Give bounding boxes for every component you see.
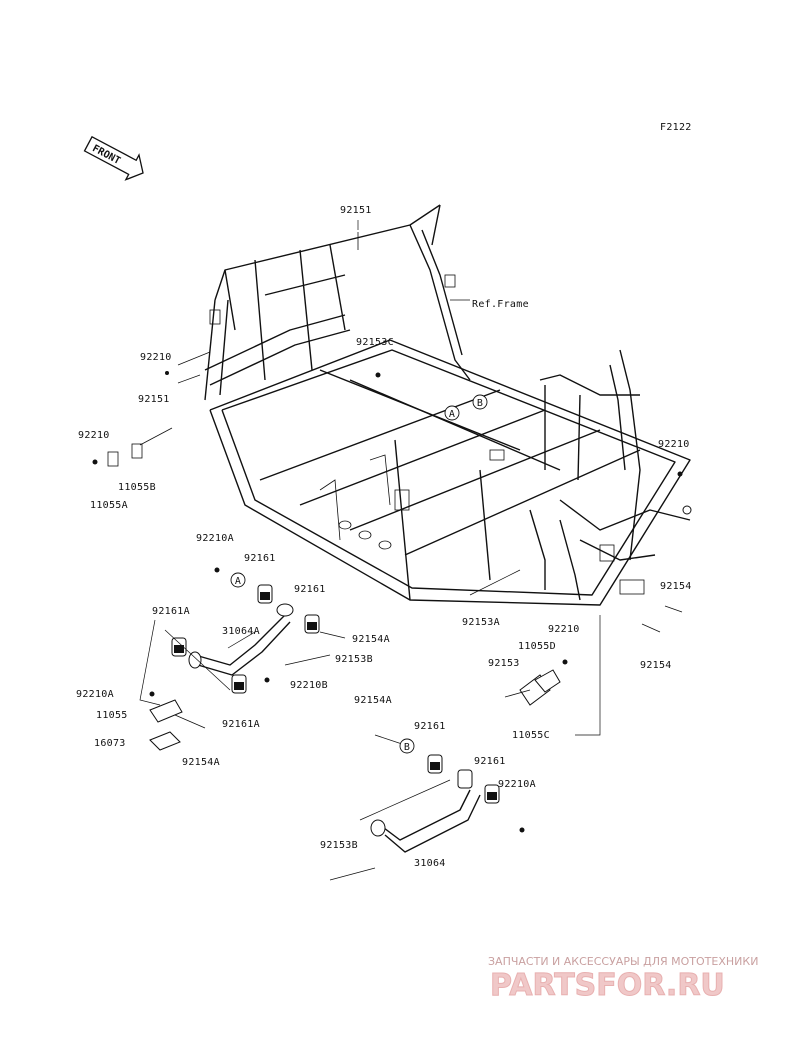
label-92210-left-upper: 92210 [140, 352, 172, 363]
mount-31064-assembly [329, 734, 525, 881]
label-92154a-1: 92154A [352, 634, 390, 645]
label-11055a: 11055A [90, 500, 128, 511]
label-92210a-2: 92210A [76, 689, 114, 700]
label-92154a-3: 92154A [354, 695, 392, 706]
label-31064: 31064 [414, 858, 446, 869]
label-92210a-1: 92210A [196, 533, 234, 544]
label-92161-4: 92161 [474, 756, 506, 767]
svg-text:B: B [404, 742, 410, 753]
svg-text:B: B [477, 398, 483, 409]
label-92161-3: 92161 [414, 721, 446, 732]
label-92161-2: 92161 [294, 584, 326, 595]
label-92154-2: 92154 [640, 660, 672, 671]
label-92151-left: 92151 [138, 394, 170, 405]
callout-b-frame: B [472, 394, 488, 410]
label-ref-frame: Ref.Frame [472, 299, 529, 310]
label-92161a-2: 92161A [222, 719, 260, 730]
label-92210a-3: 92210A [498, 779, 536, 790]
label-92153c: 92153C [356, 337, 394, 348]
label-92161a-1: 92161A [152, 606, 190, 617]
label-92210-right: 92210 [658, 439, 690, 450]
label-11055b: 11055B [118, 482, 156, 493]
svg-text:A: A [449, 409, 455, 420]
label-92210-mid: 92210 [548, 624, 580, 635]
svg-text:A: A [235, 576, 241, 587]
label-92210-left: 92210 [78, 430, 110, 441]
watermark: ЗАПЧАСТИ И АКСЕССУАРЫ ДЛЯ МОТОТЕХНИКИ PA… [488, 955, 758, 1004]
label-11055c: 11055C [512, 730, 550, 741]
callout-a-frame: A [444, 405, 460, 421]
label-92151-top: 92151 [340, 205, 372, 216]
label-11055d: 11055D [518, 641, 556, 652]
watermark-tagline: ЗАПЧАСТИ И АКСЕССУАРЫ ДЛЯ МОТОТЕХНИКИ [488, 955, 758, 968]
callout-a-lower: A [230, 572, 246, 588]
part-labels: F2122 92151 Ref.Frame 92153C 92210 92151… [76, 122, 692, 869]
label-16073: 16073 [94, 738, 126, 749]
label-92153a: 92153A [462, 617, 500, 628]
label-92153b-2: 92153B [320, 840, 358, 851]
label-92154-1: 92154 [660, 581, 692, 592]
label-92154a-2: 92154A [182, 757, 220, 768]
label-92161-1: 92161 [244, 553, 276, 564]
label-92153b-1: 92153B [335, 654, 373, 665]
watermark-brand: PARTSFOR.RU [490, 968, 725, 1003]
label-92210b: 92210B [290, 680, 328, 691]
mount-31064a-assembly [139, 567, 346, 751]
main-frame-illustration [204, 204, 691, 606]
callout-b-lower: B [399, 738, 415, 754]
label-31064a: 31064A [222, 626, 260, 637]
diagram-code: F2122 [660, 122, 692, 133]
bracket-right-parts [469, 569, 683, 736]
front-arrow-icon: FRONT [83, 135, 144, 181]
label-92153: 92153 [488, 658, 520, 669]
bracket-left-parts [92, 351, 211, 467]
label-11055: 11055 [96, 710, 128, 721]
